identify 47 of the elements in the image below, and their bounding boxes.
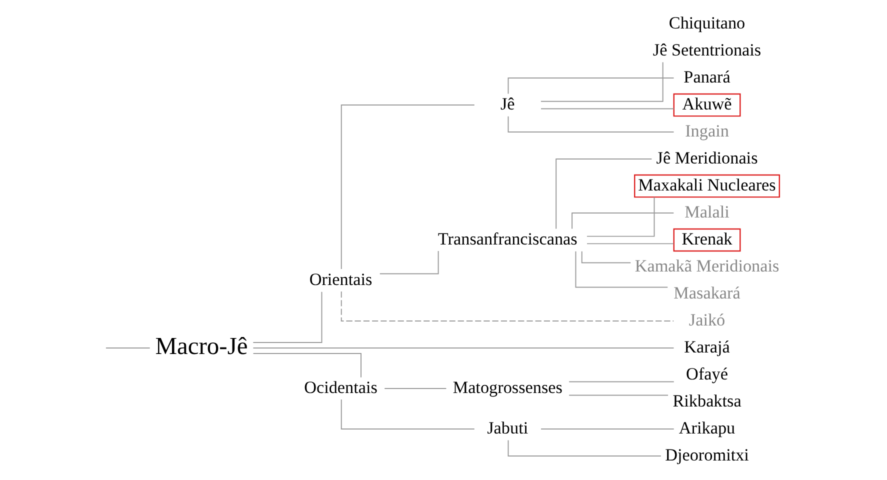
connector <box>252 353 361 378</box>
connector <box>252 291 322 343</box>
connector <box>580 250 631 264</box>
node-text: Jê Meridionais <box>656 148 758 168</box>
node-text: Jê <box>500 94 514 114</box>
connector <box>384 388 446 389</box>
connector <box>340 104 474 270</box>
connector <box>574 250 668 288</box>
connector <box>540 62 663 102</box>
connector <box>340 399 474 430</box>
connector <box>507 116 674 133</box>
node-box: Akuwẽ <box>672 93 740 117</box>
node-text: Panará <box>683 68 730 87</box>
node-text: Arikapu <box>678 418 735 438</box>
node-text: Jê Setentrionais <box>652 40 761 60</box>
connector <box>555 158 652 230</box>
connector <box>104 347 150 348</box>
node-box: Krenak <box>672 228 740 252</box>
node-text: Ingain <box>684 122 728 141</box>
label: Chiquitano <box>668 14 745 33</box>
node-text: Transanfranciscanas <box>437 230 577 249</box>
node-text: Ofayé <box>686 364 728 384</box>
connector <box>340 291 674 322</box>
connector <box>568 394 668 396</box>
node-text: Djeoromitxi <box>664 445 748 464</box>
connector <box>540 108 674 110</box>
connector <box>568 381 674 382</box>
connector <box>571 212 674 230</box>
node-text: Masakará <box>673 284 740 303</box>
node-text: Malali <box>684 202 729 222</box>
node-text: Rikbaktsa <box>672 392 741 411</box>
node-box: Maxakali Nucleares <box>634 174 780 198</box>
connector <box>586 243 674 244</box>
node-text: Karajá <box>684 338 730 357</box>
node-text: Jaikó <box>688 310 725 330</box>
node-text: Kamakã Meridionais <box>634 256 779 276</box>
connector <box>378 250 438 274</box>
connector <box>252 347 674 348</box>
connector <box>507 78 674 94</box>
connector <box>507 440 661 456</box>
connector <box>540 428 674 430</box>
node-text: Jabuti <box>486 418 528 438</box>
node-text: Orientais <box>308 270 372 290</box>
node-text: Ocidentais <box>304 378 377 398</box>
node-text: Matogrossenses <box>452 378 562 398</box>
node-text: Macro-Jê <box>154 333 248 360</box>
connector <box>586 196 654 237</box>
